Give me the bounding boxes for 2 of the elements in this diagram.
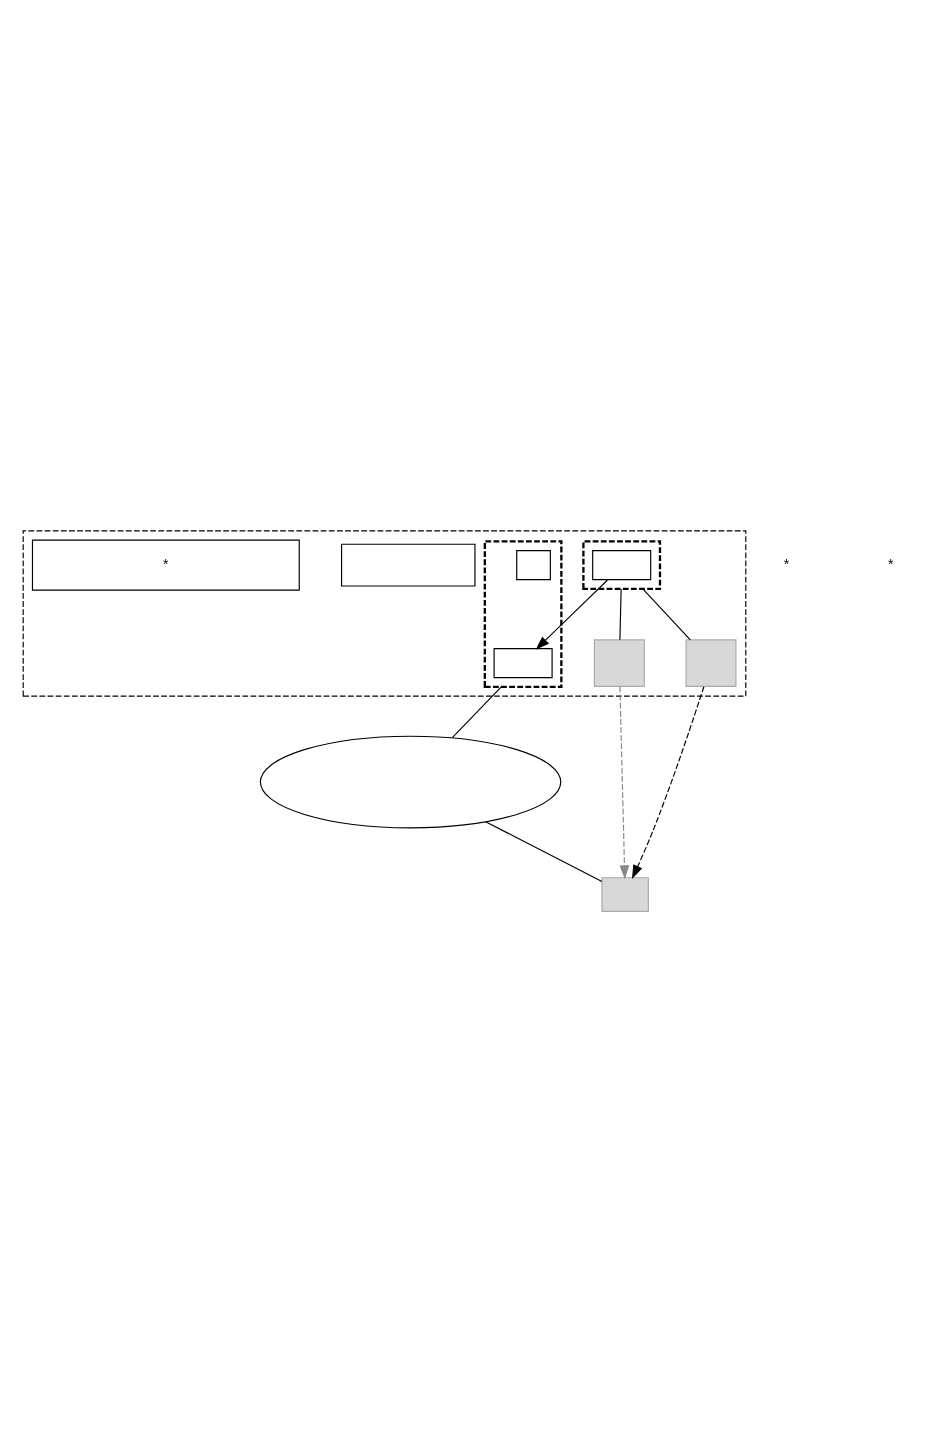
label: *: [783, 555, 789, 572]
label: *: [887, 555, 893, 572]
